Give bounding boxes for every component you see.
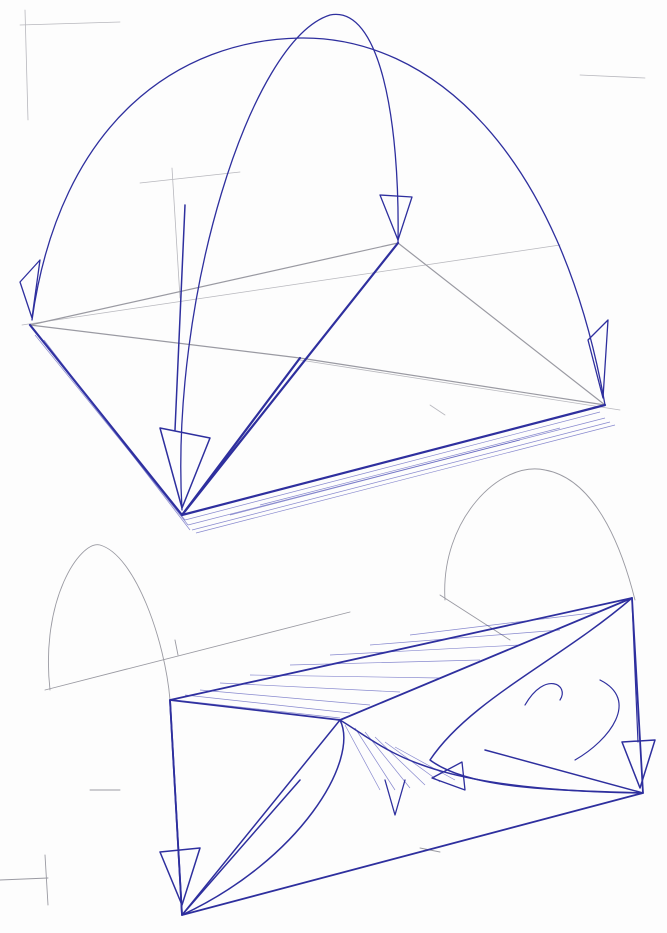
arrow-marker-icon	[385, 780, 405, 815]
force-arrow-icons-bottom	[160, 600, 655, 905]
dome-base-shading	[35, 335, 615, 533]
dome-sketch	[20, 10, 645, 533]
construction-lines-bottom	[0, 469, 635, 905]
construction-lines-top	[20, 10, 645, 415]
arrow-down-icon	[588, 320, 608, 398]
saddle-frame	[170, 598, 643, 915]
arrow-down-icon	[622, 740, 655, 788]
saddle-sketch	[0, 469, 655, 915]
main-arch	[32, 38, 605, 405]
vertical-arch	[181, 14, 398, 510]
dome-base	[30, 243, 605, 515]
dome-edges	[30, 243, 605, 515]
force-arrow-icons-top	[20, 195, 608, 508]
arrow-down-icon	[380, 195, 412, 240]
